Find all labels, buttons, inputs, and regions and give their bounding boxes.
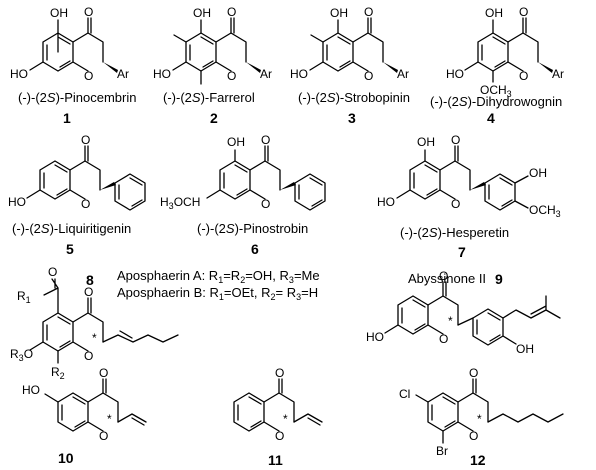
compound-2-farrerol: OH O HO O Ar (-)-(2S)-Farrerol 2 bbox=[153, 5, 272, 126]
compound-7-name: (-)-(2S)-Hesperetin bbox=[400, 225, 509, 240]
o-label: O bbox=[48, 265, 57, 279]
ar-label: Ar bbox=[260, 67, 272, 81]
ho-label: HO bbox=[8, 195, 26, 209]
oh-label: OH bbox=[485, 6, 503, 20]
compound-11: O O * 11 bbox=[233, 366, 323, 468]
ho-label: HO bbox=[22, 383, 40, 397]
r3o-label: R3O bbox=[10, 347, 33, 363]
oh-label: OH bbox=[529, 166, 547, 180]
o-label: O bbox=[84, 69, 93, 83]
oh-label: OH bbox=[193, 6, 211, 20]
o-label: O bbox=[275, 366, 284, 380]
o-label: O bbox=[84, 5, 93, 19]
o-label: O bbox=[439, 332, 448, 346]
compound-5-number: 5 bbox=[66, 241, 74, 257]
compound-10-number: 10 bbox=[58, 450, 74, 466]
compound-10: HO O O * 10 bbox=[22, 366, 147, 466]
o-label: O bbox=[99, 366, 108, 380]
compound-4-name: (-)-(2S)-Dihydrowognin bbox=[430, 94, 562, 109]
compound-7-hesperetin: OH O HO O OH OCH3 (-)-(2S)-Hesperetin 7 bbox=[377, 133, 561, 260]
compound-1-pinocembrin: OH O HO O Ar (-)-(2S)-Pinocembrin 1 bbox=[10, 5, 136, 126]
oh-label: OH bbox=[516, 342, 534, 356]
compound-4-dihydrowognin: OH O HO O Ar OCH3 (-)-(2S)-Dihydrowognin… bbox=[430, 5, 564, 126]
aposphaerin-a-line: Aposphaerin A: R1=R2=OH, R3=Me bbox=[117, 268, 320, 285]
ho-label: HO bbox=[377, 195, 395, 209]
stereocenter-star: * bbox=[283, 412, 288, 426]
r2-label: R2 bbox=[51, 365, 65, 381]
compound-1-number: 1 bbox=[63, 110, 71, 126]
compound-12-number: 12 bbox=[470, 452, 486, 468]
stereocenter-star: * bbox=[92, 331, 97, 345]
compound-11-number: 11 bbox=[268, 452, 283, 468]
o-label: O bbox=[451, 133, 460, 147]
ho-label: HO bbox=[446, 67, 464, 81]
compound-3-name: (-)-(2S)-Strobopinin bbox=[298, 90, 410, 105]
compound-6-pinostrobin: OH O H3OCH O (-)-(2S)-Pinostrobin 6 bbox=[160, 133, 326, 257]
o-label: O bbox=[227, 5, 236, 19]
o-label: O bbox=[84, 285, 93, 299]
compound-3-strobopinin: OH O HO O Ar (-)-(2S)-Strobopinin 3 bbox=[290, 5, 410, 126]
chlorine-label: Cl bbox=[399, 387, 410, 401]
compound-12: O Cl O * Br 12 bbox=[399, 366, 564, 468]
oh-label: OH bbox=[227, 135, 245, 149]
o-label: O bbox=[99, 429, 108, 443]
o-label: O bbox=[275, 429, 284, 443]
compound-7-number: 7 bbox=[458, 244, 466, 260]
compound-2-name: (-)-(2S)-Farrerol bbox=[163, 90, 255, 105]
compound-6-name: (-)-(2S)-Pinostrobin bbox=[197, 221, 308, 236]
o-label: O bbox=[519, 69, 528, 83]
o-label: O bbox=[364, 5, 373, 19]
compound-9-abyssinone-ii: Abyssinone II 9 O HO O * OH bbox=[366, 269, 561, 356]
o-label: O bbox=[84, 349, 93, 363]
o-label: O bbox=[227, 69, 236, 83]
compound-2-number: 2 bbox=[210, 110, 218, 126]
ho-label: HO bbox=[153, 67, 171, 81]
compound-9-name: Abyssinone II bbox=[408, 271, 486, 286]
r1-label: R1 bbox=[17, 289, 31, 305]
compound-1-name: (-)-(2S)-Pinocembrin bbox=[18, 90, 136, 105]
ar-label: Ar bbox=[117, 67, 129, 81]
oh-label: OH bbox=[50, 6, 68, 20]
compound-5-liquiritigenin: O HO O (-)-(2S)-Liquiritigenin 5 bbox=[8, 133, 146, 257]
stereocenter-star: * bbox=[107, 412, 112, 426]
aposphaerin-caption: Aposphaerin A: R1=R2=OH, R3=Me Aposphaer… bbox=[117, 268, 320, 302]
ar-label: Ar bbox=[397, 67, 409, 81]
compound-5-name: (-)-(2S)-Liquiritigenin bbox=[12, 221, 131, 236]
och3-label: OCH3 bbox=[480, 83, 512, 99]
ho-label: HO bbox=[10, 67, 28, 81]
aposphaerin-b-line: Aposphaerin B: R1=OEt, R2= R3=H bbox=[117, 285, 318, 302]
compound-8-number: 8 bbox=[86, 272, 94, 288]
ar-label: Ar bbox=[552, 67, 564, 81]
o-label: O bbox=[469, 366, 478, 380]
o-label: O bbox=[261, 133, 270, 147]
oh-label: OH bbox=[417, 135, 435, 149]
o-label: O bbox=[439, 269, 448, 283]
o-label: O bbox=[519, 5, 528, 19]
compound-6-number: 6 bbox=[251, 241, 259, 257]
oh-label: OH bbox=[330, 6, 348, 20]
o-label: O bbox=[261, 197, 270, 211]
compound-4-number: 4 bbox=[487, 110, 495, 126]
h3co-label: H3OCH bbox=[160, 195, 200, 211]
o-label: O bbox=[451, 197, 460, 211]
ho-label: HO bbox=[290, 67, 308, 81]
o-label: O bbox=[469, 429, 478, 443]
o-label: O bbox=[364, 69, 373, 83]
compound-3-number: 3 bbox=[348, 110, 356, 126]
bromine-label: Br bbox=[436, 444, 448, 458]
compound-9-number: 9 bbox=[495, 271, 503, 287]
stereocenter-star: * bbox=[448, 314, 453, 328]
stereocenter-star: * bbox=[477, 412, 482, 426]
o-label: O bbox=[81, 197, 90, 211]
och3-label: OCH3 bbox=[529, 203, 561, 219]
ho-label: HO bbox=[366, 330, 384, 344]
compound-8-aposphaerin: O 8 R1 O R3O O * R2 bbox=[10, 265, 179, 381]
o-label: O bbox=[81, 133, 90, 147]
